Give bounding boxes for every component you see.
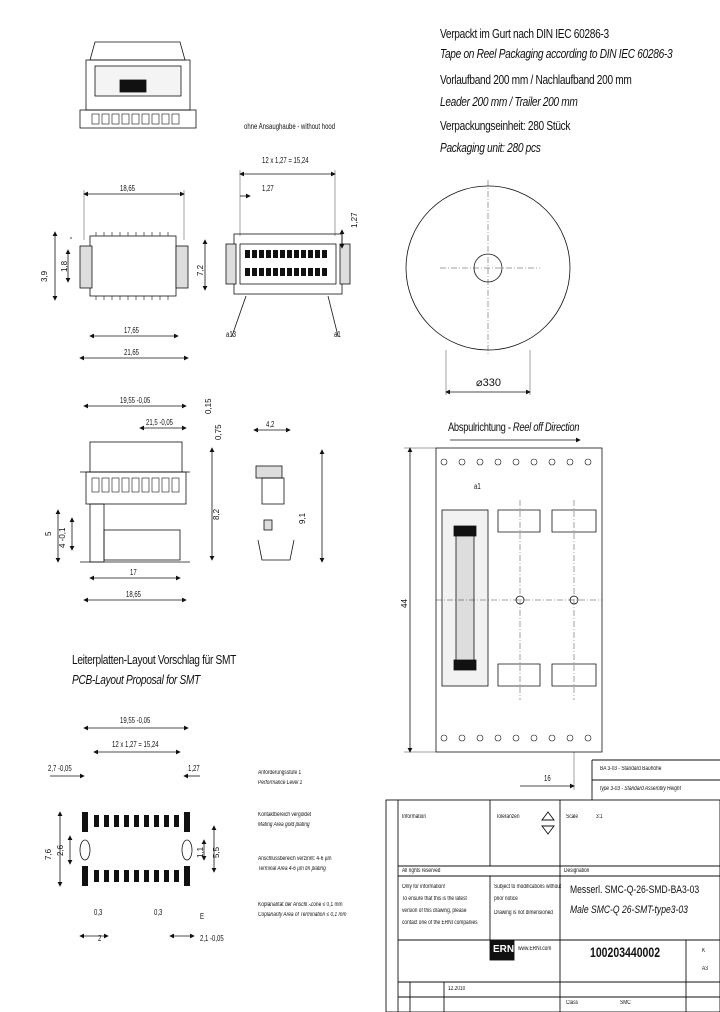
header-line-2: Tape on Reel Packaging according to DIN … <box>440 46 673 61</box>
note-4-de: Koplanarität der Anschl.-Zone ≤ 0,1 mm <box>258 902 343 908</box>
tb-subject-en2: Drawing is not dimensioned <box>494 910 553 916</box>
note-2-en: Mating Area gold plating <box>258 822 310 828</box>
dim-side-h5: 5 <box>44 531 53 536</box>
label-a1: a1 <box>334 330 341 339</box>
note-hood: ohne Ansaughaube - without hood <box>244 122 336 131</box>
tape-drawing <box>404 437 603 790</box>
dim-top-w2: 17,65 <box>124 326 140 335</box>
tape-label-a1: a1 <box>474 482 481 491</box>
connector-iso-view <box>79 41 197 129</box>
dim-side-h4: 4 -0,1 <box>58 527 67 548</box>
connector-front-view <box>52 190 189 361</box>
tb-variant-en: type 3-03 - Standard Assembly Height <box>600 786 681 792</box>
dim-plan-p127: 1,27 <box>262 184 274 193</box>
erni-logo: ERNI <box>493 944 517 955</box>
dim-side-w17: 17 <box>130 568 137 577</box>
dim-plan-h72: 7,2 <box>196 264 205 276</box>
reel-off-direction: Abspulrichtung - Reel off Direction <box>448 420 580 434</box>
header-line-3: Vorlaufband 200 mm / Nachlaufband 200 mm <box>440 72 632 87</box>
tb-rights-2: To ensure that this is the latest <box>402 896 467 902</box>
reel-diameter: ⌀330 <box>476 377 501 389</box>
dim-side-w42: 4,2 <box>266 420 275 429</box>
tb-part-number: 100203440002 <box>590 944 661 960</box>
tb-designation-en: Male SMC-Q 26-SMT-type3-03 <box>570 904 688 916</box>
tb-rights: All rights reserved <box>402 868 441 874</box>
pcb-title-en: PCB-Layout Proposal for SMT <box>72 672 200 687</box>
tb-subject: Subject to modifications without <box>494 884 562 890</box>
pcb-dim-11: 2 <box>98 934 102 943</box>
note-3-en: Terminal Area 4-6 µm tin plating <box>258 866 326 872</box>
title-block-frame <box>385 759 720 1012</box>
dim-side-w2: 21,5 -0,05 <box>146 418 174 427</box>
dim-top-h18: 1,8 <box>60 260 69 272</box>
tb-rights-3: version of this drawing, please <box>402 908 467 914</box>
connector-plan-view <box>202 170 351 337</box>
dim-top-h39: 3,9 <box>40 270 49 282</box>
dim-top-w3: 21,65 <box>124 348 140 357</box>
dim-top-w1: 18,65 <box>120 184 136 193</box>
connector-profile-view <box>253 427 325 563</box>
tb-class-label: Class <box>566 1000 579 1006</box>
dim-tape-44: 44 <box>400 599 409 608</box>
header-line-1: Verpackt im Gurt nach DIN IEC 60286-3 <box>440 26 609 41</box>
dim-side-t015: 0,15 <box>204 398 213 414</box>
dim-side-t075: 0,75 <box>214 424 223 440</box>
tb-rev: K <box>702 948 706 954</box>
reel-drawing <box>405 180 571 395</box>
pcb-dim-2: 12 x 1,27 = 15,24 <box>112 740 159 749</box>
dim-plan-p127v: 1,27 <box>350 212 359 228</box>
dim-plan-pitch: 12 x 1,27 = 15,24 <box>262 156 309 165</box>
tb-rights-1: Only for information! <box>402 884 446 890</box>
pcb-dim-9: 0,3 <box>94 908 103 917</box>
label-a13: a13 <box>226 330 237 339</box>
tb-variant-de: BA 3-03 - Standard Bauhöhe <box>600 766 662 772</box>
pcb-dim-4: 1,27 <box>188 764 200 773</box>
dim-tape-16: 16 <box>544 774 551 783</box>
tb-scale-value: 3:1 <box>596 814 603 820</box>
dim-side-w1865: 18,65 <box>126 590 142 599</box>
tb-web: www.ERNI.com <box>518 946 552 952</box>
note-2-de: Kontaktbereich vergoldet <box>258 812 312 818</box>
pcb-title-de: Leiterplatten-Layout Vorschlag für SMT <box>72 652 236 667</box>
pcb-dim-10: 0,3 <box>154 908 163 917</box>
tb-sheet: A3 <box>702 966 708 972</box>
tb-designation-de: Messerl. SMC-Q-26-SMD-BA3-03 <box>570 884 700 896</box>
pcb-dim-1: 19,55 -0,05 <box>120 716 151 725</box>
dim-side-w1: 19,55 -0,05 <box>120 396 151 405</box>
dim-side-h91: 9,1 <box>298 512 307 524</box>
pcb-dim-12: 2,1 -0,05 <box>200 934 224 943</box>
tb-subject-en1: prior notice <box>494 896 518 902</box>
connector-side-view <box>55 403 215 603</box>
tb-designation-label: Designation <box>564 868 590 874</box>
pcb-layout <box>50 725 217 939</box>
header-line-6: Packaging unit: 280 pcs <box>440 140 541 155</box>
pcb-dim-7: 1,1 <box>196 846 205 858</box>
tb-rights-4: contact one of the ERNI companies <box>402 920 478 926</box>
note-1-en: Performance Level 1 <box>258 780 303 786</box>
note-1-de: Anforderungsstufe 1 <box>258 770 302 776</box>
note-4-en: Coplanarity Area of Termination ≤ 0,1 mm <box>258 912 347 918</box>
pcb-dim-5: 7,6 <box>44 848 53 860</box>
tb-date: 12.2010 <box>448 986 466 992</box>
tb-class-value: SMC <box>620 1000 631 1006</box>
tb-tolerance: Toleranzen <box>496 814 520 820</box>
dim-side-h82: 8,2 <box>212 508 221 520</box>
tb-information: Information <box>402 814 427 820</box>
note-3-de: Anschlussbereich verzinnt: 4-6 µm <box>258 856 332 862</box>
tb-scale-label: Scale <box>566 814 579 820</box>
pcb-dim-3: 2,7 -0,05 <box>48 764 72 773</box>
header-line-5: Verpackungseinheit: 280 Stück <box>440 118 571 133</box>
pcb-dim-6: 2,6 <box>56 844 65 856</box>
header-line-4: Leader 200 mm / Trailer 200 mm <box>440 94 578 109</box>
pcb-dim-13: E <box>200 912 205 921</box>
pcb-dim-8: 5,5 <box>212 846 221 858</box>
